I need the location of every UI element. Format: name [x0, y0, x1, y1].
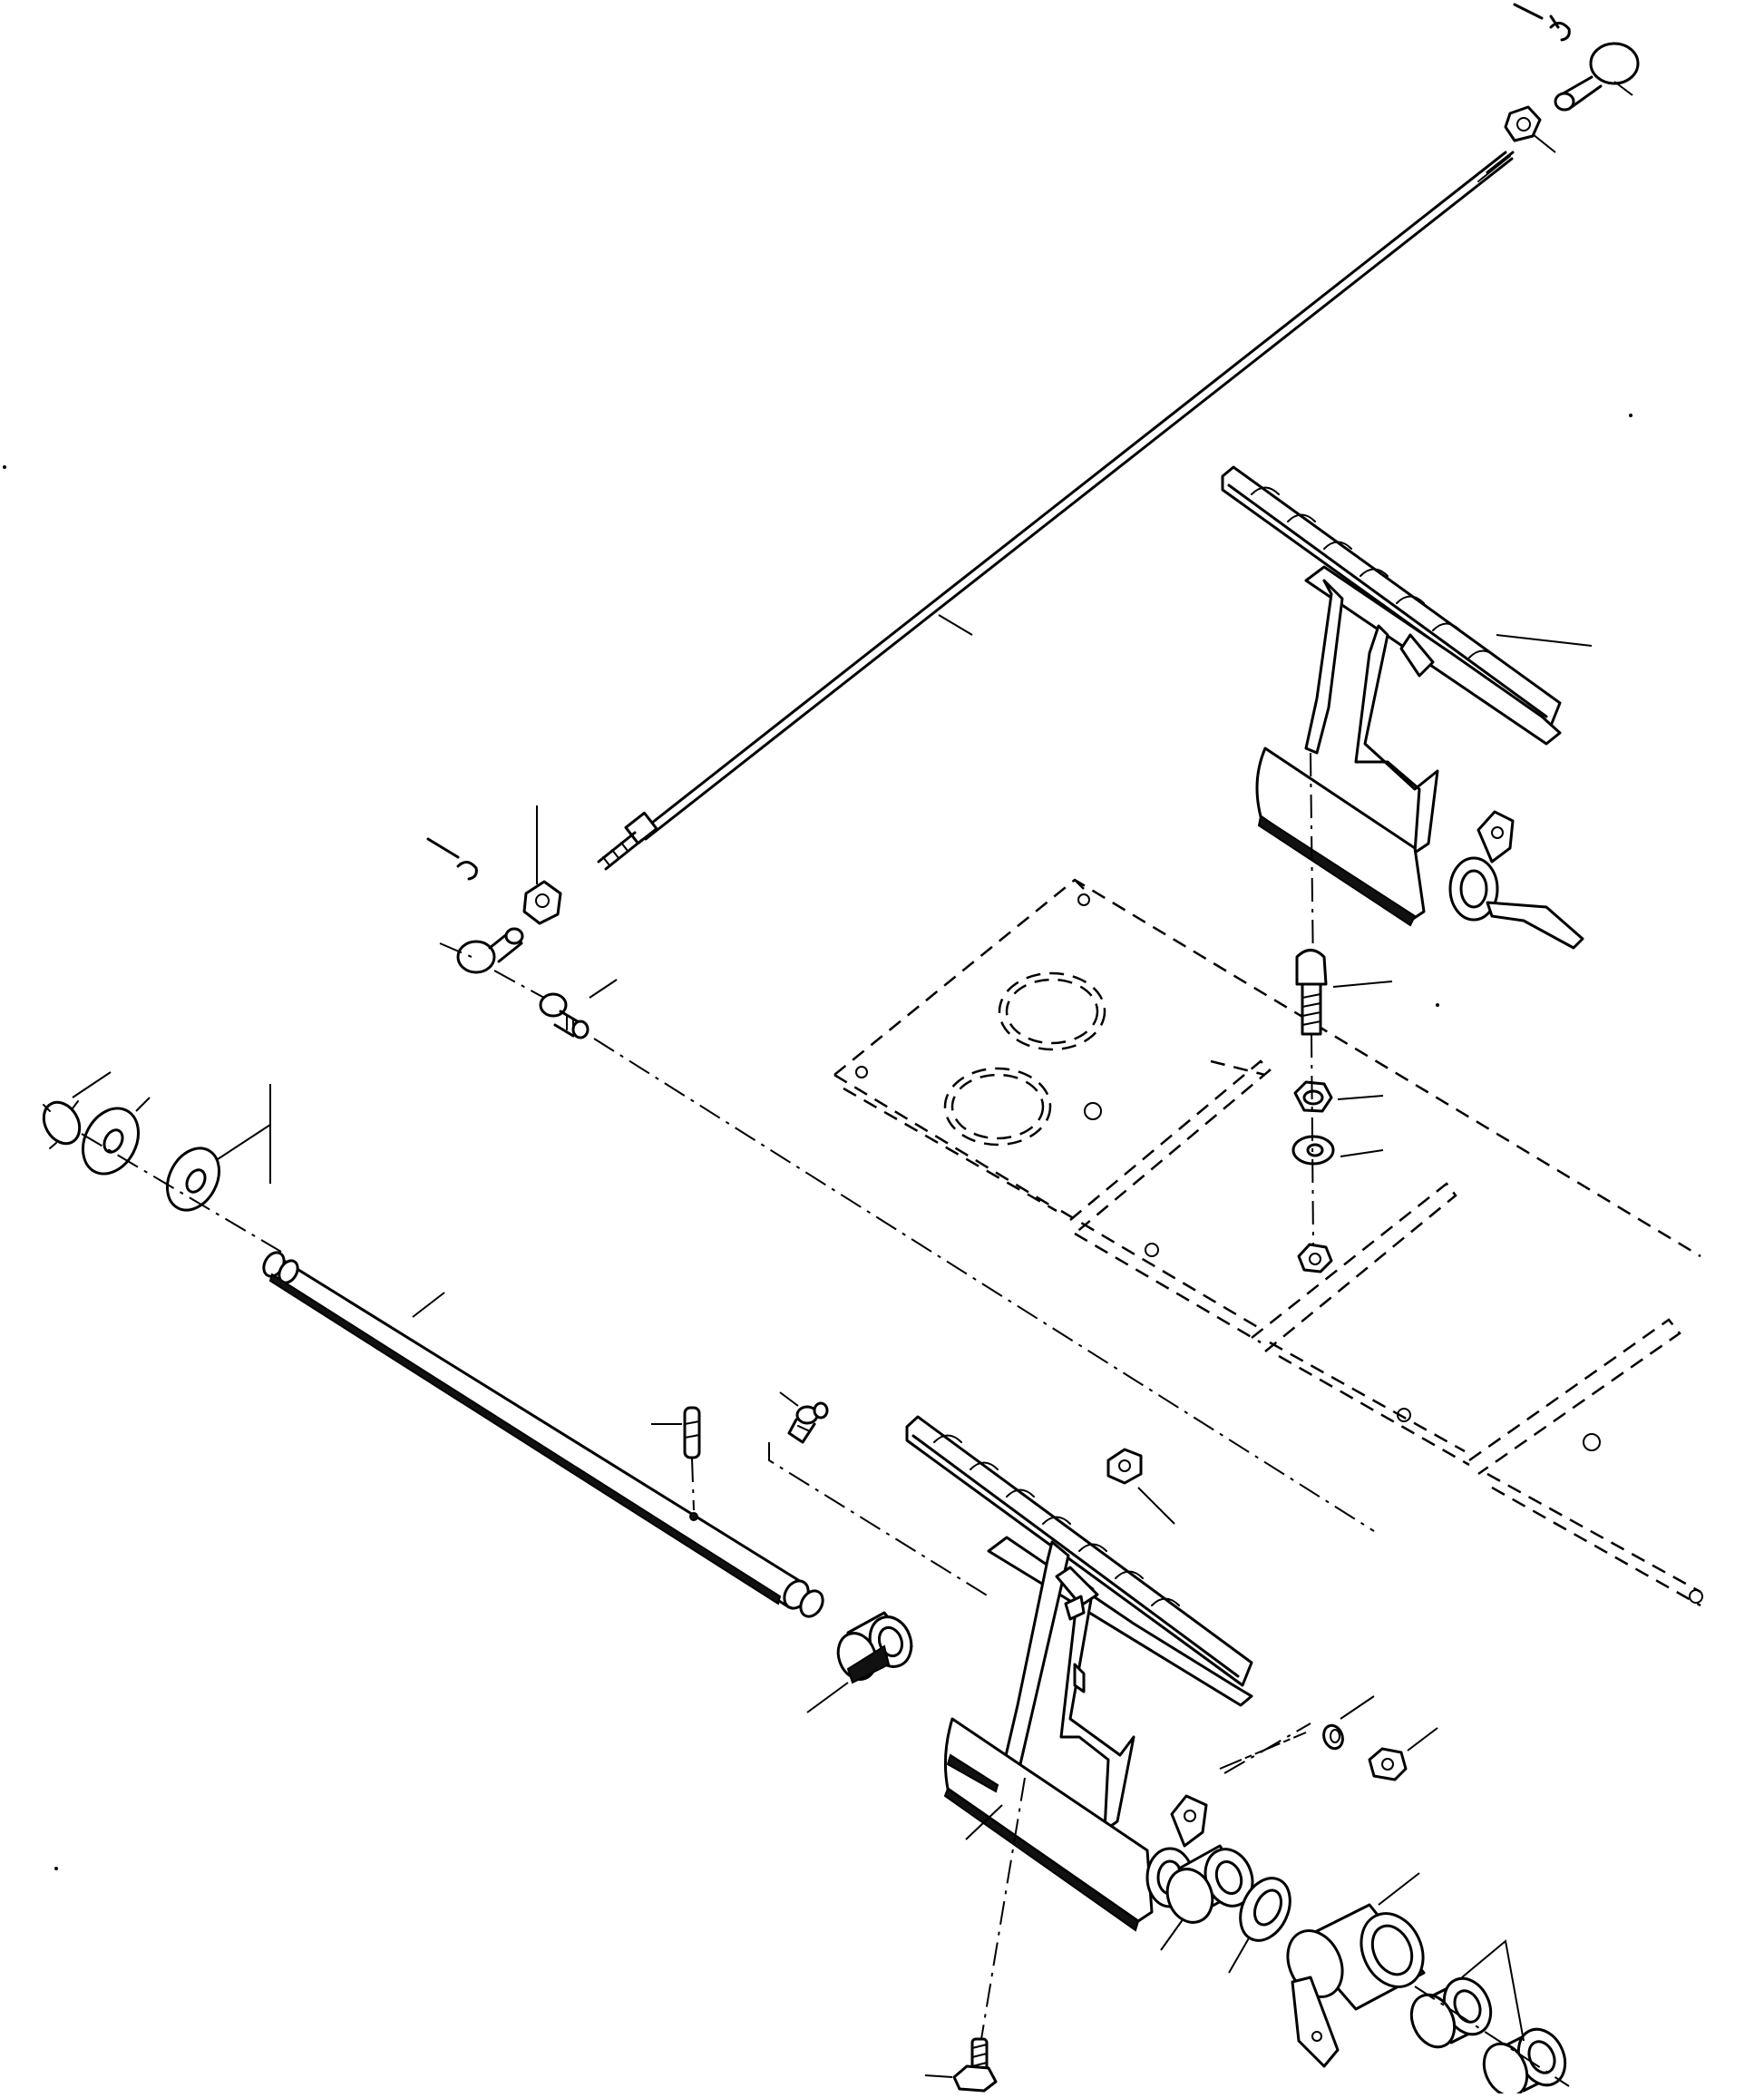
- speck: [1629, 414, 1632, 417]
- leader-lower-pedal: [965, 1804, 1003, 1840]
- lower-pedal: [905, 1415, 1253, 1932]
- roll-pin: [683, 1406, 701, 1459]
- centerline-clevis: [1219, 1732, 1307, 1770]
- speck: [1436, 1003, 1439, 1007]
- leader-ball-stud: [589, 979, 618, 999]
- bushing: [836, 1611, 913, 1684]
- upper-rod-end-ball-joint: [1513, 3, 1640, 112]
- centerline-grease-fitting: [768, 1442, 989, 1597]
- pedal-bolt: [1295, 949, 1328, 1036]
- upper-pedal: [1221, 465, 1584, 950]
- bolt-nut: [1293, 1080, 1333, 1113]
- pivot-bushing: [1165, 1844, 1254, 1924]
- leader-bushing: [806, 1682, 849, 1713]
- centerline-bracket: [1414, 1986, 1570, 2087]
- leader-flat-washer-large: [135, 1097, 151, 1112]
- leader-cross-shaft: [412, 1292, 445, 1318]
- speck: [3, 465, 6, 469]
- grease-fitting: [787, 1401, 829, 1444]
- weld-nut: [1297, 1243, 1333, 1273]
- speck: [54, 1867, 58, 1870]
- floor-plates: [833, 878, 1703, 1607]
- leader-retaining-clip: [72, 1071, 112, 1098]
- leader-pedal-stop-bolt: [924, 2074, 953, 2078]
- centerline-shaft: [81, 1133, 282, 1253]
- clevis-nut: [1368, 1747, 1408, 1781]
- pin-nut: [1106, 1448, 1143, 1485]
- ball-stud: [539, 992, 590, 1039]
- pivot-bracket: [1286, 1903, 1426, 2068]
- leader-spacer-washer: [1228, 1936, 1251, 1974]
- lower-rod-end-ball-joint: [426, 837, 524, 974]
- clevis-clip: [1322, 1723, 1344, 1751]
- centerline-bolt: [1311, 1033, 1314, 1245]
- centerline-clevis-2: [1223, 1722, 1311, 1774]
- leader-pivot-bushing: [1160, 1917, 1184, 1951]
- leader-flat-washer-small: [217, 1084, 271, 1184]
- leader-upper-rod-nut: [1532, 133, 1556, 153]
- centerline-upper-pedal-bolt: [1310, 752, 1314, 976]
- leader-bracket-bushings: [1461, 1939, 1525, 2042]
- leader-pedal-bolt: [1332, 981, 1393, 988]
- upper-rod-nut: [1504, 105, 1542, 142]
- retaining-clip: [42, 1100, 82, 1149]
- centerline-rod-end: [493, 970, 545, 999]
- flat-washer-small: [165, 1147, 221, 1212]
- linkage-rod: [597, 151, 1515, 871]
- centerline-roll-pin: [691, 1458, 695, 1511]
- leader-bolt-nut: [1337, 1095, 1384, 1100]
- leader-pin-nut: [1137, 1487, 1175, 1525]
- pedal-stop-bolt: [952, 2037, 998, 2093]
- centerline-main: [593, 1038, 1375, 1532]
- bracket-bushings: [1409, 1976, 1567, 2098]
- lower-rod-nut: [522, 880, 562, 925]
- leader-clevis-clip: [1340, 1695, 1375, 1720]
- leader-upper-pedal: [1496, 634, 1593, 647]
- leader-clevis-nut: [1407, 1727, 1438, 1752]
- cross-shaft: [262, 1251, 824, 1618]
- leader-bolt-washer: [1340, 1149, 1384, 1157]
- leader-upper-rod-end: [1613, 81, 1633, 96]
- spacer-washer: [1239, 1877, 1291, 1942]
- leader-pivot-bracket: [1378, 1872, 1420, 1906]
- flat-washer-large: [82, 1107, 140, 1176]
- leader-linkage-rod: [938, 614, 973, 636]
- centerline-pedal-stop-bolt: [980, 1777, 1026, 2040]
- leader-grease-fitting: [779, 1391, 799, 1407]
